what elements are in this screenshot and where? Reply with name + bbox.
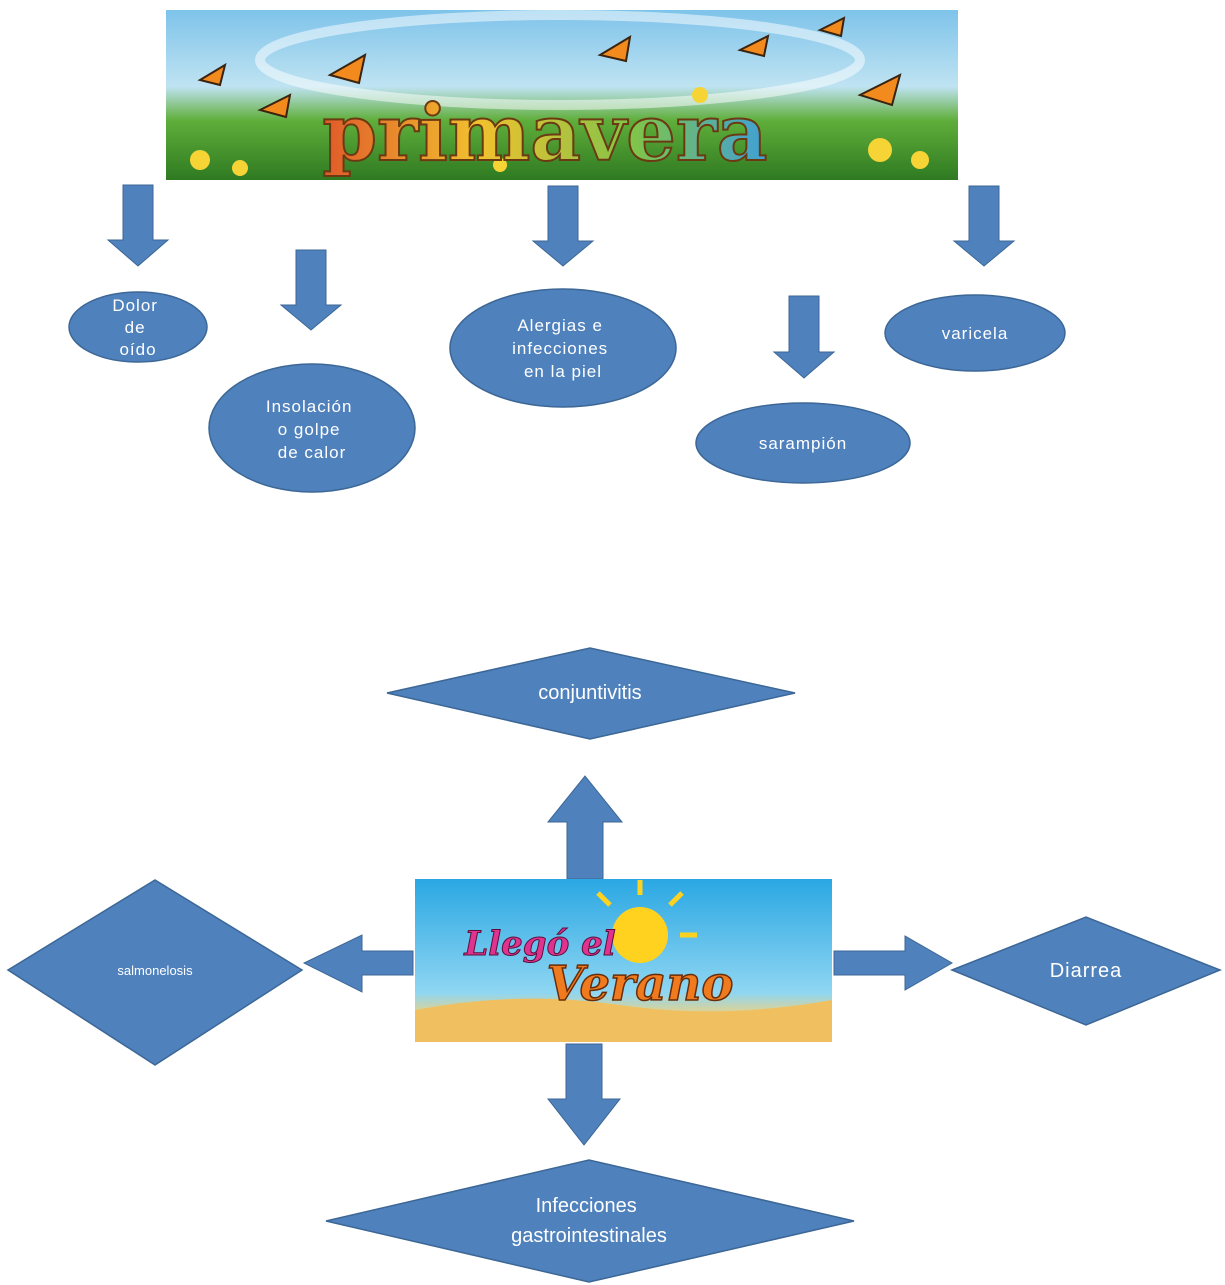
node-alergias [449, 288, 677, 408]
node-sarampion [695, 402, 911, 484]
spring-banner-title: primavera [323, 88, 768, 179]
label-salmonelosis: salmonelosis [117, 963, 193, 978]
node-insolacion [208, 363, 416, 493]
node-conjuntivitis [386, 647, 796, 740]
label-diarrea: Diarrea [1050, 960, 1123, 982]
label-conjuntivitis: conjuntivitis [538, 682, 641, 704]
summer-image-line2: Verano [547, 956, 734, 1012]
summer-center-image: Llegó el Verano [415, 879, 832, 1042]
spring-banner-image: primavera [166, 10, 958, 180]
node-diarrea [949, 916, 1223, 1026]
label-infecciones-gastrointestinales: Infecciones gastrointestinales [511, 1195, 667, 1247]
summer-image-line1: Llegó el [463, 924, 615, 964]
label-alergias: Alergias e infecciones en la piel [512, 316, 614, 381]
arrow-down-2 [279, 249, 343, 331]
arrow-up [546, 775, 624, 880]
label-varicela: varicela [942, 324, 1009, 343]
node-dolor-de-oido [68, 291, 208, 363]
label-insolacion: Insolación o golpe de calor [266, 397, 358, 462]
arrow-down-1 [106, 184, 170, 267]
arrow-down-3 [531, 185, 595, 267]
arrow-down-center [546, 1043, 622, 1146]
arrow-right [833, 935, 954, 991]
node-salmonelosis [6, 879, 304, 1066]
arrow-left [302, 934, 414, 993]
arrow-down-4 [772, 295, 836, 379]
node-infecciones-gastrointestinales [325, 1159, 855, 1283]
arrow-down-5 [952, 185, 1016, 267]
node-varicela [884, 294, 1066, 372]
label-dolor-de-oido: Dolor de oído [112, 296, 163, 359]
label-sarampion: sarampión [759, 434, 847, 453]
